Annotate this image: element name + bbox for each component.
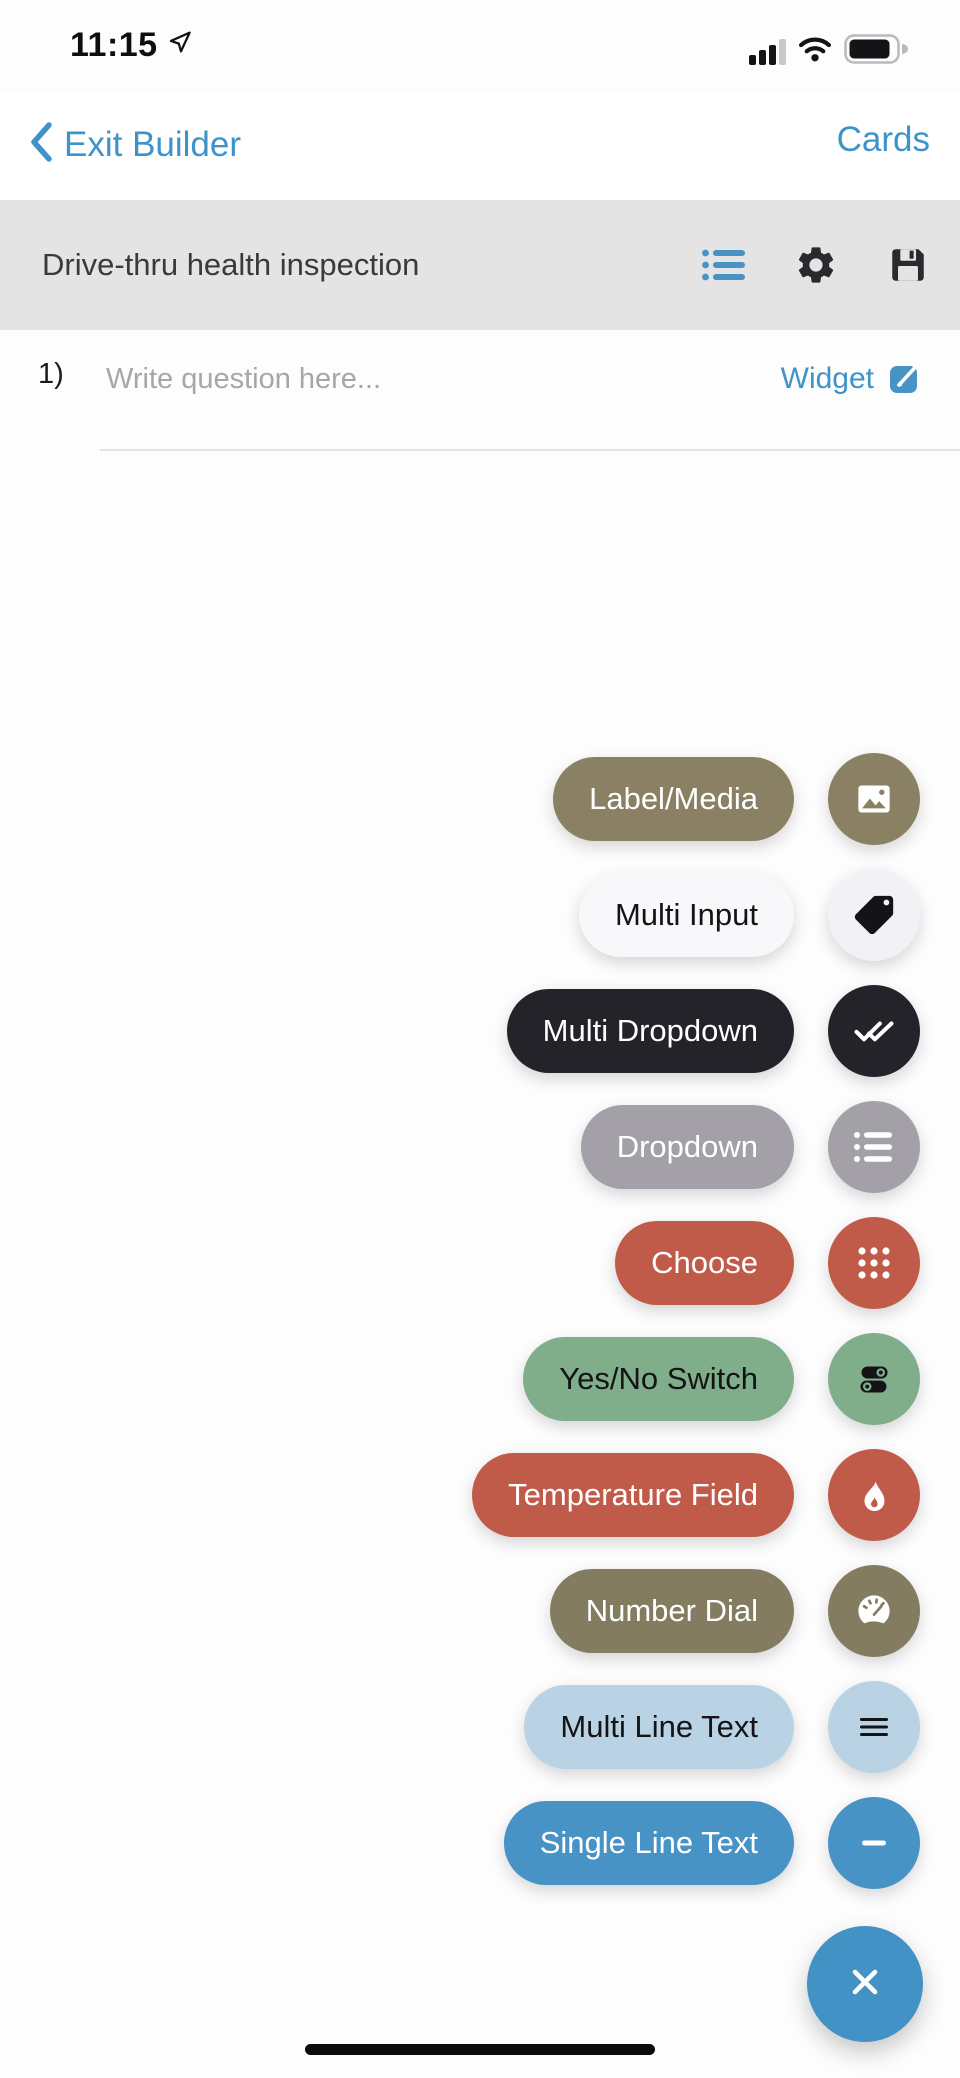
question-row: 1) Widget	[0, 352, 960, 412]
multi-lines-icon[interactable]	[828, 1681, 920, 1773]
wifi-icon	[798, 36, 832, 67]
speed-dial-item-yes-no-switch[interactable]: Yes/No Switch	[523, 1333, 920, 1425]
widget-type-speed-dial: Label/Media Multi Input Multi Dropdown D…	[472, 753, 920, 1913]
location-arrow-icon	[166, 26, 193, 65]
time-text: 11:15	[70, 26, 158, 64]
speed-dial-item-single-line-text[interactable]: Single Line Text	[503, 1797, 920, 1889]
gauge-icon[interactable]	[828, 1565, 920, 1657]
multi-dropdown-pill[interactable]: Multi Dropdown	[506, 989, 794, 1073]
status-bar: 11:15	[0, 0, 960, 92]
flame-icon[interactable]	[828, 1449, 920, 1541]
image-icon[interactable]	[828, 753, 920, 845]
number-dial-pill[interactable]: Number Dial	[549, 1569, 794, 1653]
cards-button[interactable]: Cards	[836, 120, 930, 159]
save-icon[interactable]	[884, 241, 932, 289]
settings-gear-icon[interactable]	[792, 241, 840, 289]
battery-icon	[844, 34, 908, 69]
speed-dial-item-temperature-field[interactable]: Temperature Field	[472, 1449, 920, 1541]
nav-bar: Exit Builder Cards	[0, 92, 960, 200]
speed-dial-item-multi-line-text[interactable]: Multi Line Text	[524, 1681, 920, 1773]
clock: 11:15	[70, 26, 193, 65]
close-x-icon	[839, 1956, 891, 2013]
edit-pencil-icon	[886, 356, 926, 401]
chevron-left-icon	[28, 120, 54, 169]
tag-icon[interactable]	[828, 869, 920, 961]
toggles-icon[interactable]	[828, 1333, 920, 1425]
exit-builder-label: Exit Builder	[64, 124, 242, 164]
widget-label: Widget	[780, 361, 874, 395]
question-input[interactable]	[104, 352, 668, 406]
close-speed-dial-button[interactable]	[807, 1926, 923, 2042]
bullet-list-icon[interactable]	[828, 1101, 920, 1193]
speed-dial-item-multi-dropdown[interactable]: Multi Dropdown	[506, 985, 920, 1077]
speed-dial-item-label-media[interactable]: Label/Media	[553, 753, 920, 845]
yes-no-switch-pill[interactable]: Yes/No Switch	[523, 1337, 794, 1421]
temperature-field-pill[interactable]: Temperature Field	[472, 1453, 794, 1537]
question-divider	[100, 449, 960, 451]
choose-pill[interactable]: Choose	[615, 1221, 794, 1305]
question-number: 1)	[38, 358, 64, 390]
speed-dial-item-choose[interactable]: Choose	[615, 1217, 920, 1309]
dash-icon[interactable]	[828, 1797, 920, 1889]
dropdown-pill[interactable]: Dropdown	[580, 1105, 794, 1189]
widget-button[interactable]: Widget	[781, 356, 926, 401]
label-media-pill[interactable]: Label/Media	[553, 757, 794, 841]
speed-dial-item-multi-input[interactable]: Multi Input	[578, 869, 920, 961]
cellular-signal-icon	[749, 38, 786, 65]
single-line-text-pill[interactable]: Single Line Text	[503, 1801, 794, 1885]
form-toolbar: Drive-thru health inspection	[0, 200, 960, 330]
speed-dial-item-number-dial[interactable]: Number Dial	[549, 1565, 920, 1657]
list-icon[interactable]	[700, 241, 748, 289]
multi-input-pill[interactable]: Multi Input	[578, 873, 794, 957]
multi-line-text-pill[interactable]: Multi Line Text	[524, 1685, 794, 1769]
speed-dial-item-dropdown[interactable]: Dropdown	[580, 1101, 920, 1193]
exit-builder-button[interactable]: Exit Builder	[28, 120, 241, 169]
form-title: Drive-thru health inspection	[42, 247, 420, 282]
done-all-icon[interactable]	[828, 985, 920, 1077]
grid-dots-icon[interactable]	[828, 1217, 920, 1309]
home-indicator[interactable]	[305, 2044, 655, 2055]
